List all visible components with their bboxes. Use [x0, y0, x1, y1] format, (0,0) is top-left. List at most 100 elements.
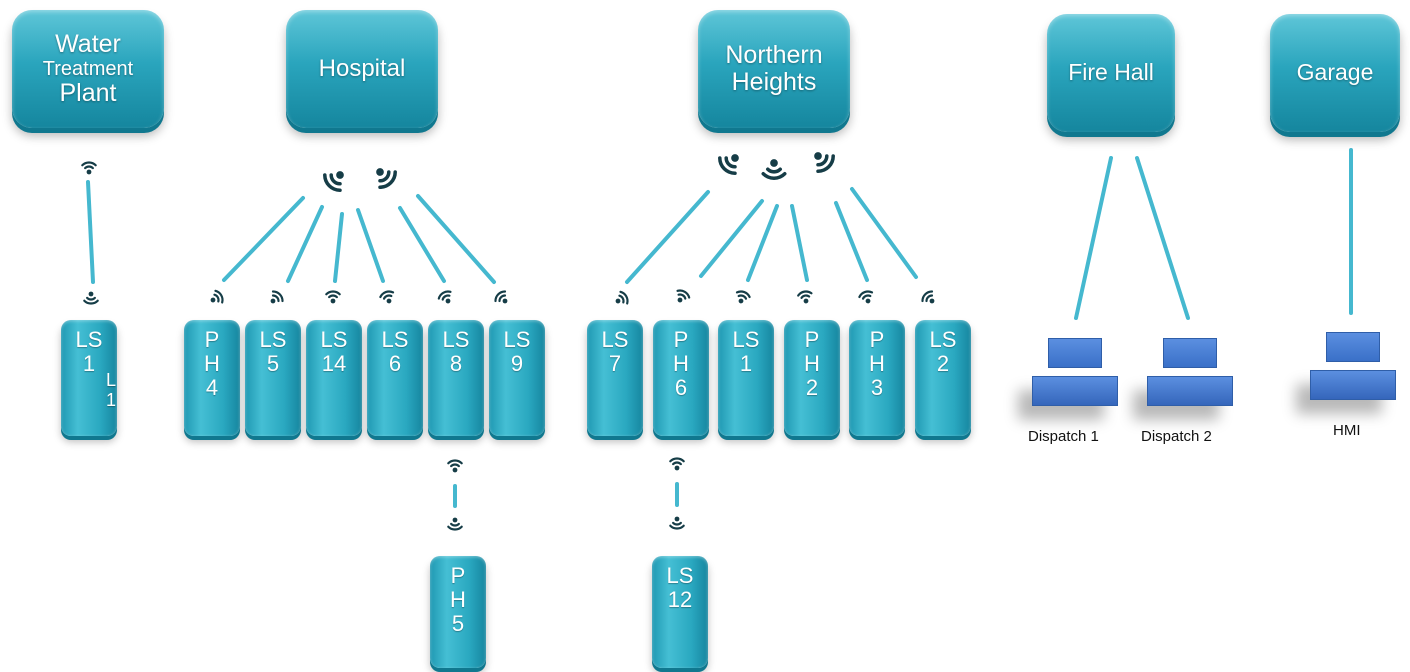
station-ph4: P H 4	[184, 320, 240, 436]
station-label-line: LS	[381, 327, 409, 352]
hub-fire-hall: Fire Hall	[1047, 14, 1175, 132]
station-label-line: LS	[75, 327, 103, 352]
station-label-line: LS	[929, 327, 957, 352]
link-hospital-ph4	[222, 196, 305, 282]
wifi-icon	[447, 459, 463, 473]
link-northern-ph2	[790, 204, 809, 282]
hub-label-line2: Heights	[731, 68, 817, 96]
wifi-icon	[447, 517, 463, 531]
hub-label: Garage	[1296, 59, 1374, 86]
link-northern-ls1	[746, 204, 779, 282]
link-water-ls1	[86, 180, 95, 284]
monitor-icon	[1326, 332, 1380, 362]
link-firehall-dispatch1	[1074, 156, 1113, 320]
station-ls6: LS 6	[367, 320, 423, 436]
link-firehall-dispatch2	[1135, 156, 1190, 320]
wifi-icon	[323, 171, 344, 192]
wifi-icon	[676, 289, 691, 303]
station-label-line: H	[450, 587, 466, 612]
link-hospital-ls6	[356, 208, 385, 283]
link-hospital-ls5	[286, 205, 324, 283]
link-hospital-ls14	[333, 212, 344, 283]
station-label-line: H	[869, 351, 885, 376]
station-label-line: LS	[442, 327, 470, 352]
terminal-label-dispatch-1: Dispatch 1	[1028, 428, 1099, 445]
station-label-line: 12	[667, 587, 693, 612]
workstation-base-icon	[1310, 370, 1396, 400]
station-label-line: 2	[936, 351, 950, 376]
wifi-icon	[615, 290, 629, 305]
station-ls8: LS 8	[428, 320, 484, 436]
workstation-base-icon	[1032, 376, 1118, 406]
station-label-line: H	[673, 351, 689, 376]
station-ls12: LS 12	[652, 556, 708, 668]
hub-label: Hospital	[318, 54, 406, 82]
station-label-line: 8	[449, 351, 463, 376]
wifi-icon	[379, 290, 395, 304]
wifi-icon	[270, 290, 284, 304]
terminal-label-dispatch-2: Dispatch 2	[1141, 428, 1212, 445]
wifi-icon	[210, 289, 224, 304]
station-ls14: LS 14	[306, 320, 362, 436]
station-label-line: LS	[601, 327, 629, 352]
terminal-dispatch-2	[1145, 338, 1235, 408]
station-ls7: LS 7	[587, 320, 643, 436]
station-label-line: 4	[205, 375, 219, 400]
station-label-line: 3	[870, 375, 884, 400]
link-hospital-ls9	[416, 194, 496, 284]
station-label-line: H	[804, 351, 820, 376]
station-label-line: 6	[388, 351, 402, 376]
wifi-icon	[761, 159, 787, 180]
station-label-line: P	[204, 327, 220, 352]
hub-water-treatment-plant: Water Treatment Plant	[12, 10, 164, 128]
monitor-icon	[1048, 338, 1102, 368]
hub-northern-heights: Northern Heights	[698, 10, 850, 128]
station-ls1-northern: LS 1	[718, 320, 774, 436]
wifi-icon	[797, 290, 813, 304]
monitor-icon	[1163, 338, 1217, 368]
wifi-icon	[735, 290, 751, 304]
wifi-icon	[376, 168, 397, 189]
station-label-line: 1	[739, 351, 753, 376]
station-label-line: LS	[666, 563, 694, 588]
station-label-line: 5	[266, 351, 280, 376]
hub-label-line1: Water	[55, 29, 121, 58]
link-hospital-ls8	[398, 206, 446, 283]
station-label-line: P	[673, 327, 689, 352]
hub-label: Fire Hall	[1068, 59, 1154, 86]
wifi-icon	[921, 290, 935, 304]
terminal-dispatch-1	[1030, 338, 1120, 408]
station-ls5: LS 5	[245, 320, 301, 436]
wifi-icon	[83, 291, 99, 305]
station-label-line: 9	[510, 351, 524, 376]
station-ls9: LS 9	[489, 320, 545, 436]
station-overlap-label: L 1	[105, 370, 116, 410]
hub-label-line3: Plant	[59, 79, 117, 107]
hub-label-line1: Northern	[725, 40, 823, 69]
hub-hospital: Hospital	[286, 10, 438, 128]
workstation-base-icon	[1147, 376, 1233, 406]
station-ph5: P H 5	[430, 556, 486, 668]
station-label-line: H	[204, 351, 220, 376]
wifi-icon	[718, 154, 739, 175]
station-label-line: P	[450, 563, 466, 588]
station-label-line: 2	[805, 375, 819, 400]
link-northern-ls7	[625, 190, 710, 284]
station-ls1-water: LS 1 L 1	[61, 320, 117, 436]
station-label-line: 6	[674, 375, 688, 400]
wifi-icon	[669, 516, 685, 530]
station-label-line: LS	[259, 327, 287, 352]
station-label-line: 7	[608, 351, 622, 376]
link-northern-ls2	[850, 187, 918, 279]
hub-label-line2: Treatment	[42, 58, 134, 80]
station-ph6: P H 6	[653, 320, 709, 436]
station-label-line: LS	[503, 327, 531, 352]
wifi-icon	[437, 290, 452, 304]
wifi-icon	[494, 290, 508, 304]
wifi-icon	[669, 457, 685, 471]
station-label-line: P	[869, 327, 885, 352]
terminal-hmi	[1310, 332, 1400, 402]
terminal-label-hmi: HMI	[1333, 422, 1361, 439]
station-label-line: 1	[82, 351, 96, 376]
